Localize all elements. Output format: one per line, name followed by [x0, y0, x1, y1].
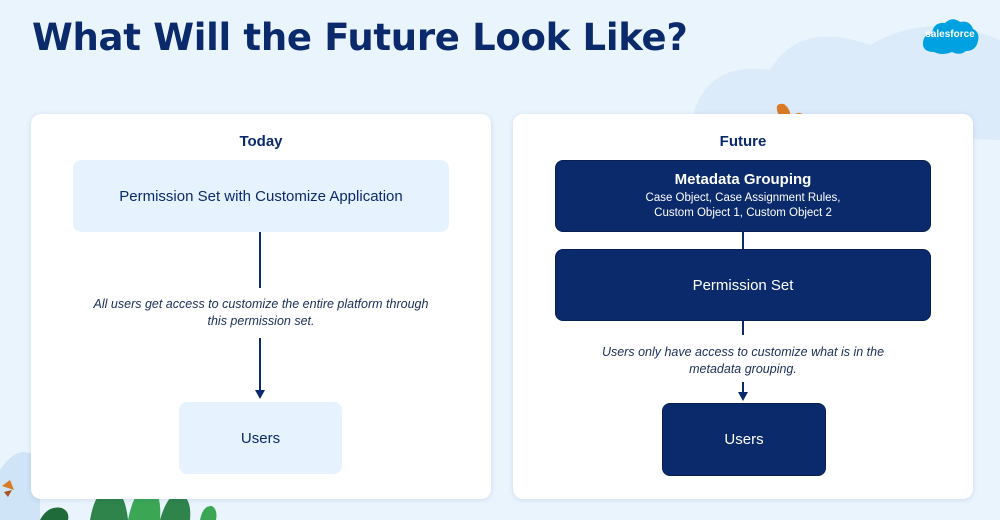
today-label: Today	[239, 133, 283, 150]
future-connector-top	[742, 231, 744, 249]
future-note: Users only have access to customize what…	[601, 345, 885, 376]
today-permission-box: Permission Set with Customize Applicatio…	[73, 160, 449, 232]
metadata-grouping-box: Metadata Grouping Case Object, Case Assi…	[555, 160, 931, 232]
salesforce-logo: salesforce	[920, 14, 980, 56]
today-users-text: Users	[240, 429, 281, 447]
logo-text: salesforce	[925, 29, 975, 40]
today-panel: Today Permission Set with Customize Appl…	[31, 114, 491, 499]
future-label: Future	[719, 133, 767, 150]
page-title: What Will the Future Look Like?	[32, 16, 688, 59]
background-cloud-right	[690, 26, 1000, 140]
today-connector-top	[259, 232, 261, 288]
background-cloud-left	[0, 452, 40, 520]
butterfly-left-icon	[2, 480, 14, 497]
today-users-box: Users	[179, 402, 342, 474]
future-panel: Future Metadata Grouping Case Object, Ca…	[513, 114, 973, 499]
cloud-logo-icon	[922, 19, 979, 54]
future-connector-bottom	[742, 382, 744, 392]
future-arrow-down-icon	[738, 392, 748, 401]
future-connector-middle	[742, 321, 744, 335]
future-users-text: Users	[724, 431, 764, 448]
metadata-items-line2: Custom Object 1, Custom Object 2	[654, 207, 832, 219]
today-arrow-down-icon	[255, 390, 265, 399]
future-users-box: Users	[662, 403, 826, 476]
future-permission-box: Permission Set	[555, 249, 931, 321]
today-note: All users get access to customize the en…	[93, 297, 429, 328]
today-connector-bottom	[259, 338, 261, 390]
today-permission-text: Permission Set with Customize Applicatio…	[119, 187, 403, 205]
metadata-grouping-title: Metadata Grouping	[674, 171, 812, 188]
metadata-items-line1: Case Object, Case Assignment Rules,	[645, 192, 841, 204]
future-permission-text: Permission Set	[692, 276, 794, 294]
